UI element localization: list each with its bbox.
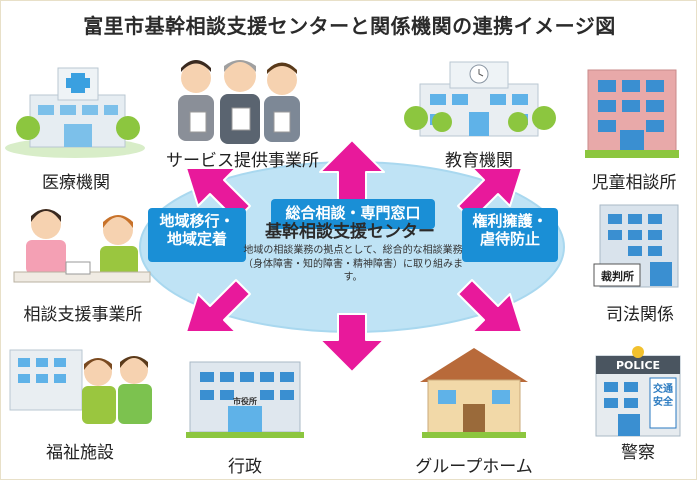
traffic-safety-sign: 交通 安全 [650,384,676,409]
node-child-consultation: 児童相談所 [591,173,677,193]
node-administration: 行政 [228,457,262,477]
diagram-title: 富里市基幹相談支援センターと関係機関の連携イメージ図 [83,14,616,38]
node-group-home: グループホーム [415,457,533,477]
arrow-down-right [457,279,523,333]
welfare-facility-illustration [9,349,152,424]
consult-office-illustration [13,209,151,283]
node-welfare-facility: 福祉施設 [46,443,114,463]
center-name: 基幹相談支援センター [265,222,435,242]
rights-advocacy-label: 権利擁護・ 虐待防止 [462,212,558,248]
police-station-illustration [595,346,681,437]
tile-top [271,199,435,229]
rights-advocacy-line1: 権利擁護・ [472,212,548,230]
node-education: 教育機関 [445,151,513,171]
node-police: 警察 [621,443,655,463]
node-medical: 医療機関 [42,173,110,193]
group-home-illustration [420,348,528,438]
court-sign: 裁判所 [601,270,634,283]
general-consultation-label: 総合相談・専門窓口 [285,204,421,222]
police-sign: POLICE [615,359,661,372]
center-description: 地域の相談業務の拠点として、総合的な相談業務 （身体障害・知的障害・精神障害）に… [238,244,468,285]
service-staff-illustration [178,60,300,144]
traffic-safety-line2: 安全 [653,396,673,408]
node-consultation-support: 相談支援事業所 [23,305,143,325]
rights-advocacy-line2: 虐待防止 [479,230,540,248]
community-transition-line2: 地域定着 [166,230,227,248]
community-transition-label: 地域移行・ 地域定着 [148,212,246,248]
city-hall-illustration [186,361,304,438]
school-illustration [404,61,556,137]
court-illustration [593,204,679,288]
child-center-illustration [585,69,679,158]
traffic-safety-line1: 交通 [653,384,673,395]
arrow-down-center [319,313,385,373]
hospital-illustration [5,67,145,158]
node-judicial: 司法関係 [606,305,674,325]
node-service-provider: サービス提供事業所 [166,151,319,171]
center-description-line2: （身体障害・知的障害・精神障害）に取り組みます。 [243,258,463,284]
city-hall-sign: 市役所 [233,397,257,406]
tile-left [148,208,246,262]
arrow-down-left [185,279,251,333]
center-description-line1: 地域の相談業務の拠点として、総合的な相談業務 [243,245,463,256]
tile-right [462,208,558,262]
community-transition-line1: 地域移行・ [159,212,235,230]
